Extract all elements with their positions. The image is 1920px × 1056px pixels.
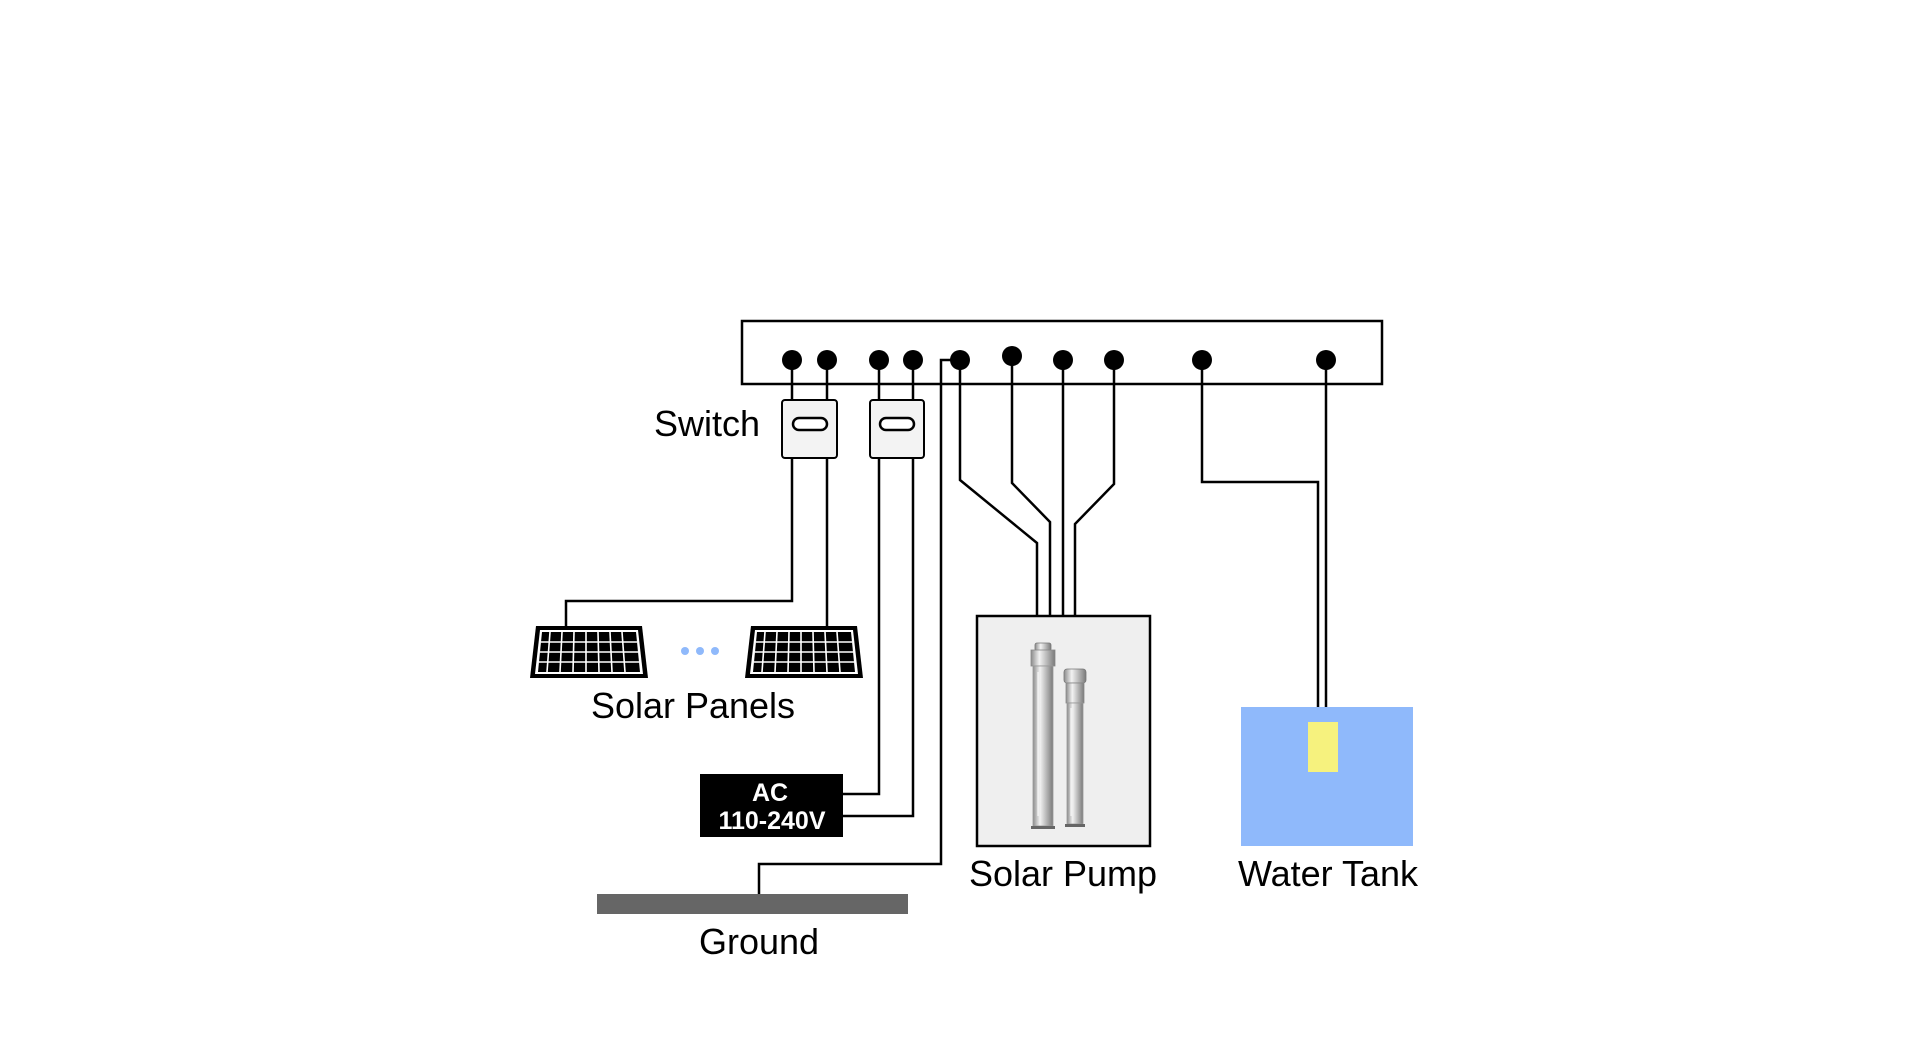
submersible-pump-icon (1063, 668, 1087, 827)
terminal (1104, 350, 1124, 370)
pump-wire-1 (958, 360, 1039, 616)
water-level-sensor-icon (1308, 722, 1338, 772)
terminal (1316, 350, 1336, 370)
terminal (817, 350, 837, 370)
terminal (1192, 350, 1212, 370)
submersible-pump-icon (1030, 642, 1056, 829)
switch-icon (869, 399, 925, 459)
solar-panels-label: Solar Panels (591, 685, 795, 726)
solar-pump-label: Solar Pump (969, 853, 1157, 894)
ground-label: Ground (699, 921, 819, 962)
terminal (782, 350, 802, 370)
ground-bar-icon (597, 894, 908, 914)
pump-box (975, 614, 1152, 848)
terminal (1053, 350, 1073, 370)
pump-wire-2 (1010, 356, 1052, 616)
solar-panel-icon (745, 626, 863, 678)
terminals (782, 346, 1336, 370)
solar-wire-1 (564, 360, 794, 628)
ac-wire-1 (843, 360, 881, 796)
ground-wire (757, 358, 960, 894)
wires (564, 356, 1328, 894)
tank-wire-1 (1200, 360, 1320, 722)
pump-wire-4 (1073, 360, 1116, 616)
ellipsis-dots-icon (681, 647, 719, 655)
switch-label: Switch (654, 403, 760, 444)
ac-label-line1: AC (752, 779, 788, 807)
ac-wire-2 (843, 360, 915, 818)
terminal (903, 350, 923, 370)
ac-label-line2: 110-240V (718, 807, 825, 835)
terminal (869, 350, 889, 370)
terminal (950, 350, 970, 370)
ac-source-box (700, 774, 843, 837)
solar-panel-icon (530, 626, 648, 678)
switch-icon (781, 399, 838, 459)
water-tank-label: Water Tank (1238, 853, 1419, 894)
terminal (1002, 346, 1022, 366)
